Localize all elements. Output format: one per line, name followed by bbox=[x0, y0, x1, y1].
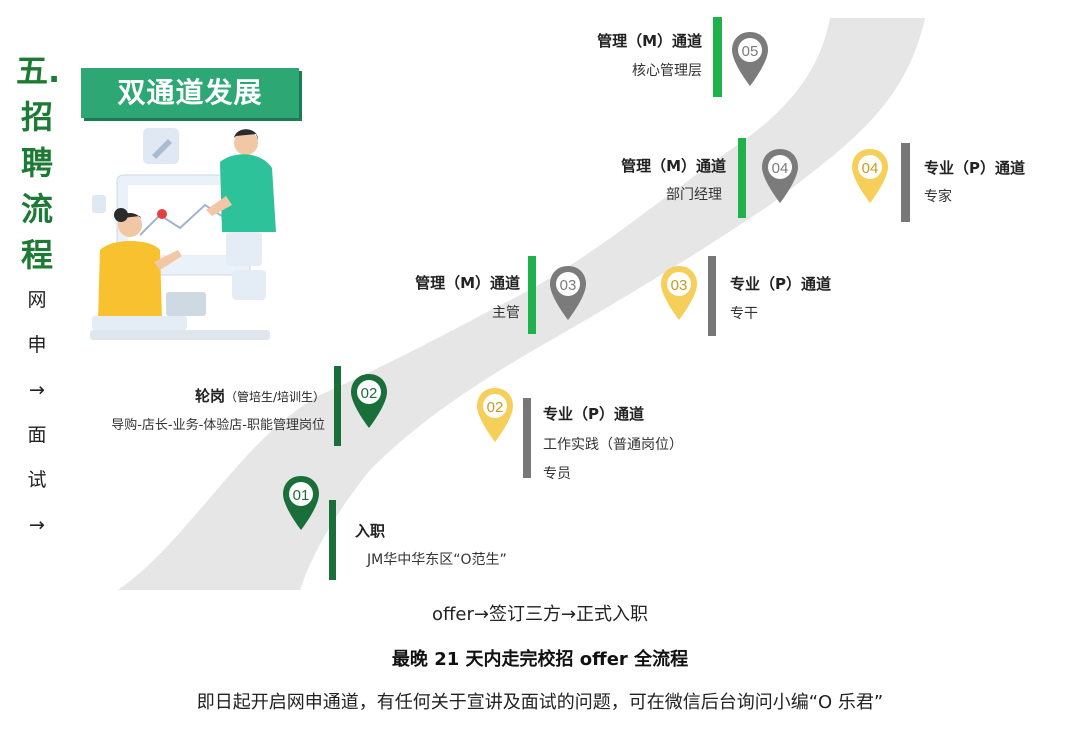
p03-subtitle: 专干 bbox=[730, 306, 758, 322]
pin-label: 03 bbox=[560, 277, 577, 294]
heading-char: 流 bbox=[20, 190, 53, 228]
entry-title: 入职 bbox=[355, 522, 386, 540]
pin-02-green-icon: 02 bbox=[351, 374, 387, 428]
footer-deadline-line: 最晚 21 天内走完校招 offer 全流程 bbox=[391, 649, 689, 670]
footer-contact-line: 即日起开启网申通道，有任何关于宣讲及面试的问题，可在微信后台询问小编“O 乐君” bbox=[196, 692, 884, 713]
pin-03-gray-icon: 03 bbox=[550, 266, 586, 320]
bar-m05 bbox=[713, 17, 722, 97]
bar-p03 bbox=[708, 256, 716, 336]
bar-p04 bbox=[901, 143, 910, 222]
p02-subtitle-1: 工作实践（普通岗位） bbox=[543, 437, 683, 453]
entry-subtitle: JM华中华东区“O范生” bbox=[367, 552, 507, 568]
dual-channel-badge: 双通道发展 bbox=[81, 68, 299, 118]
pin-04-gray-icon: 04 bbox=[762, 149, 798, 203]
road-path bbox=[118, 18, 925, 590]
subheading-char: → bbox=[29, 514, 45, 536]
m05-title: 管理（M）通道 bbox=[597, 32, 702, 50]
p04-subtitle: 专家 bbox=[924, 189, 952, 205]
m04-title: 管理（M）通道 bbox=[621, 157, 726, 175]
pin-03-yellow-icon: 03 bbox=[661, 266, 697, 320]
pin-label: 04 bbox=[772, 160, 789, 177]
rotation-title-text: 轮岗 bbox=[194, 387, 225, 405]
bar-m04 bbox=[738, 138, 746, 218]
office-illustration bbox=[90, 128, 276, 340]
bar-p02 bbox=[523, 398, 531, 478]
subheading-char: 面 bbox=[27, 424, 47, 446]
p04-title: 专业（P）通道 bbox=[924, 159, 1025, 177]
bar-m03 bbox=[528, 256, 536, 334]
p03-title: 专业（P）通道 bbox=[730, 275, 831, 293]
footer-flow-line: offer→签订三方→正式入职 bbox=[431, 604, 649, 625]
m05-subtitle: 核心管理层 bbox=[632, 63, 702, 79]
m04-subtitle: 部门经理 bbox=[666, 187, 722, 203]
heading-char: 程 bbox=[20, 236, 53, 274]
subheading-char: → bbox=[29, 379, 45, 401]
subheading-char: 试 bbox=[27, 469, 47, 491]
p02-title: 专业（P）通道 bbox=[543, 405, 644, 423]
bar-entry bbox=[329, 500, 336, 580]
pin-01-icon: 01 bbox=[283, 476, 319, 530]
pin-04-yellow-icon: 04 bbox=[852, 149, 888, 203]
m03-title: 管理（M）通道 bbox=[415, 274, 520, 292]
pin-label: 02 bbox=[361, 385, 378, 402]
m03-subtitle: 主管 bbox=[492, 305, 520, 321]
rotation-subtitle: 导购-店长-业务-体验店-职能管理岗位 bbox=[111, 418, 325, 433]
heading-char: 五. bbox=[16, 52, 61, 90]
pin-02-yellow-icon: 02 bbox=[477, 388, 513, 442]
pin-label: 03 bbox=[671, 277, 688, 294]
pin-label: 04 bbox=[862, 160, 879, 177]
subheading-char: 申 bbox=[27, 334, 47, 356]
rotation-title-note: （管培生/培训生） bbox=[224, 390, 325, 404]
pin-label: 05 bbox=[742, 43, 759, 60]
pin-label: 02 bbox=[487, 399, 504, 416]
subheading-char: 网 bbox=[27, 289, 47, 311]
pin-label: 01 bbox=[293, 487, 310, 504]
heading-char: 聘 bbox=[20, 144, 53, 182]
bar-rotation bbox=[334, 366, 341, 446]
pin-05-gray-icon: 05 bbox=[732, 32, 768, 86]
p02-subtitle-2: 专员 bbox=[543, 466, 571, 482]
heading-char: 招 bbox=[20, 98, 53, 136]
rotation-title: 轮岗（管培生/培训生） bbox=[120, 385, 325, 406]
vertical-heading: 五. 招 聘 流 程 网 申 → 面 试 → bbox=[16, 48, 61, 548]
